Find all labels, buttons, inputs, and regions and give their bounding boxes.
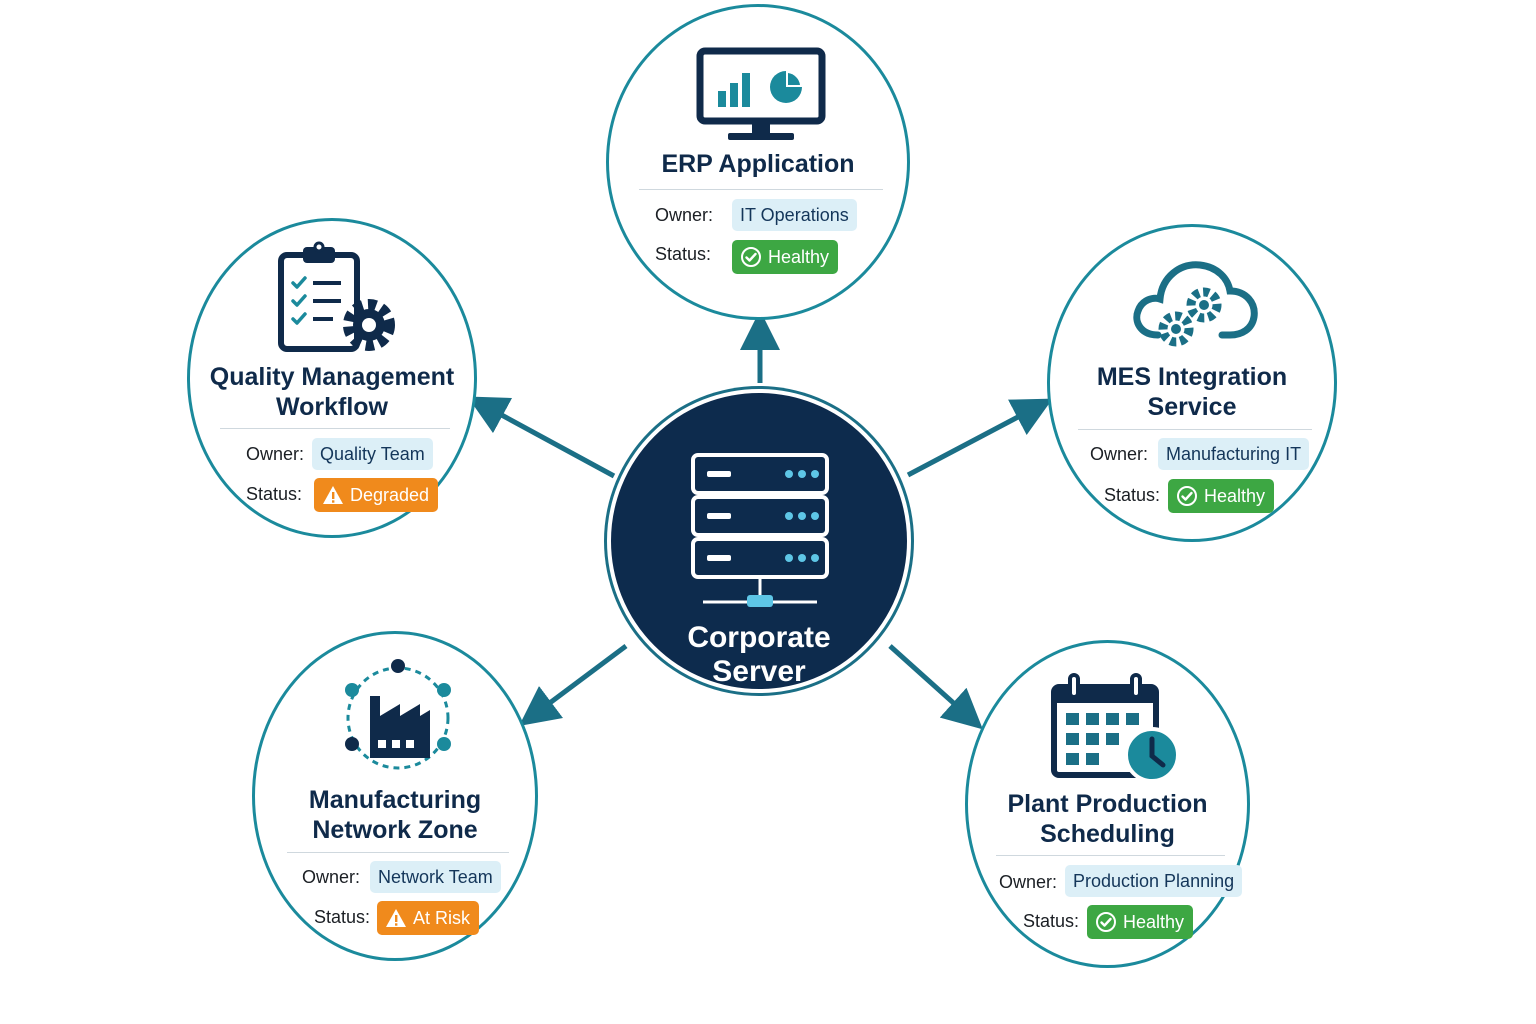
check-circle-icon (741, 247, 761, 267)
node-plant-production-scheduling[interactable]: Plant Production Scheduling Owner: Produ… (965, 640, 1250, 968)
node-title: Quality Management Workflow (209, 363, 455, 421)
owner-chip: Quality Team (312, 438, 433, 470)
node-title: Manufacturing Network Zone (308, 786, 482, 844)
cloud-gears-icon (1133, 261, 1258, 347)
status-badge: Healthy (1087, 905, 1194, 939)
hub-corporate-server[interactable]: Corporate Server (607, 389, 911, 693)
owner-label: Owner: (302, 867, 361, 887)
warning-triangle-icon (386, 909, 406, 927)
status-label: Status: (1104, 485, 1161, 505)
status-label: Status: (246, 484, 303, 504)
factory-network-icon (345, 659, 451, 770)
status-badge: At Risk (377, 901, 480, 935)
status-badge: Degraded (314, 478, 439, 512)
status-badge: Healthy (732, 240, 839, 274)
node-title: ERP Application (661, 150, 855, 178)
owner-chip: IT Operations (732, 199, 857, 231)
owner-label: Owner: (1090, 444, 1149, 464)
owner-chip: Manufacturing IT (1158, 438, 1310, 470)
status-text: Healthy (1123, 912, 1185, 932)
connector-pps (888, 644, 983, 730)
warning-triangle-icon (323, 486, 343, 504)
status-text: At Risk (413, 908, 471, 928)
owner-label: Owner: (246, 444, 305, 464)
status-text: Degraded (350, 485, 430, 505)
divider (996, 855, 1225, 856)
connector-qmw (467, 396, 616, 479)
status-text: Healthy (1204, 486, 1266, 506)
connector-mes (906, 398, 1053, 478)
divider (1078, 429, 1312, 430)
divider (639, 189, 883, 190)
server-rack-icon (691, 453, 829, 607)
divider (220, 428, 450, 429)
status-label: Status: (314, 907, 371, 927)
owner-chip: Network Team (370, 861, 501, 893)
status-label: Status: (1023, 911, 1080, 931)
monitor-analytics-icon (696, 47, 826, 140)
check-circle-icon (1096, 912, 1116, 932)
divider (287, 852, 509, 853)
node-manufacturing-network-zone[interactable]: Manufacturing Network Zone Owner: Networ… (252, 631, 538, 961)
calendar-clock-icon (1051, 673, 1180, 783)
check-circle-icon (1177, 486, 1197, 506)
node-mes-integration-service[interactable]: MES Integration Service Owner: Manufactu… (1047, 224, 1337, 542)
owner-chip: Production Planning (1065, 865, 1243, 897)
status-badge: Healthy (1168, 479, 1275, 513)
owner-label: Owner: (999, 872, 1058, 892)
connector-mnz (518, 643, 628, 726)
node-title: MES Integration Service (1096, 363, 1288, 421)
owner-label: Owner: (655, 205, 714, 225)
node-title: Plant Production Scheduling (1007, 790, 1208, 848)
node-quality-management-workflow[interactable]: Quality Management Workflow Owner: Quali… (187, 218, 477, 538)
hub-title: Corporate Server (687, 621, 831, 688)
node-erp-application[interactable]: ERP Application Owner: IT Operations Sta… (606, 4, 910, 320)
status-text: Healthy (768, 247, 830, 267)
status-label: Status: (655, 244, 712, 264)
clipboard-gear-icon (278, 241, 395, 352)
